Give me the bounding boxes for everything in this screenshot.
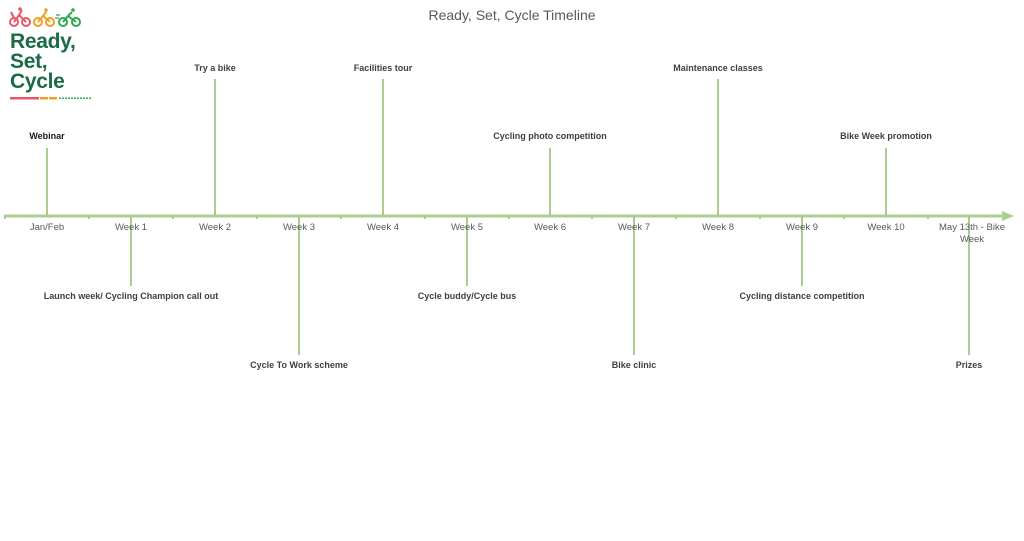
event-connectors (46, 79, 970, 355)
bike-riders-icon (9, 7, 81, 27)
event-label-distance-competition: Cycling distance competition (739, 291, 865, 301)
event-label-cycle-to-work: Cycle To Work scheme (250, 360, 348, 370)
bike-rider-icon-green (55, 8, 81, 27)
logo-wordmark: Ready, Set, Cycle (10, 30, 76, 93)
axis-label-week-7: Week 7 (617, 222, 651, 233)
event-label-try-a-bike: Try a bike (194, 63, 236, 73)
event-label-prizes: Prizes (955, 360, 983, 370)
axis-label-week-4: Week 4 (366, 222, 400, 233)
axis-label-week-8: Week 8 (701, 222, 735, 233)
axis-label-bike-week: May 13th - Bike Week (939, 222, 1005, 245)
arrowhead-icon (1002, 211, 1014, 221)
event-label-launch-week: Launch week/ Cycling Champion call out (43, 291, 219, 301)
axis-label-week-1: Week 1 (114, 222, 148, 233)
axis-label-week-5: Week 5 (450, 222, 484, 233)
event-label-photo-competition: Cycling photo competition (493, 131, 607, 141)
axis-label-week-9: Week 9 (785, 222, 819, 233)
chart-title: Ready, Set, Cycle Timeline (428, 7, 596, 23)
timeline-axis (4, 211, 1014, 221)
axis-label-week-3: Week 3 (282, 222, 316, 233)
logo-line-2: Set, (10, 50, 48, 73)
axis-label-week-6: Week 6 (533, 222, 567, 233)
logo-line-1: Ready, (10, 30, 76, 53)
event-label-maintenance-classes: Maintenance classes (673, 63, 763, 73)
event-label-bike-week-promotion: Bike Week promotion (840, 131, 932, 141)
bike-rider-icon-red (9, 7, 31, 27)
event-label-bike-clinic: Bike clinic (611, 360, 657, 370)
event-label-webinar: Webinar (29, 131, 65, 141)
logo-line-3: Cycle (10, 70, 65, 93)
axis-label-week-10: Week 10 (867, 222, 905, 233)
axis-label-week-2: Week 2 (198, 222, 232, 233)
logo-underline (10, 97, 91, 100)
event-label-facilities-tour: Facilities tour (353, 63, 413, 73)
ready-set-cycle-logo: Ready, Set, Cycle (9, 6, 93, 102)
bike-rider-icon-orange (33, 8, 55, 27)
axis-label-jan-feb: Jan/Feb (29, 222, 65, 233)
event-label-cycle-buddy: Cycle buddy/Cycle bus (417, 291, 517, 301)
